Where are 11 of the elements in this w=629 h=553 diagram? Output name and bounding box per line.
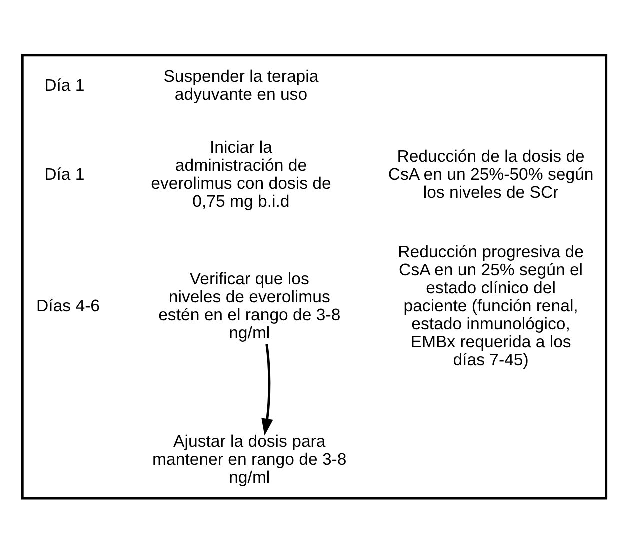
label: Días 4-6 <box>36 296 100 315</box>
label: Día 1 <box>44 76 85 95</box>
label: Iniciar la administración de everolimus con dosis de 0,75 mg b.i.d <box>151 137 332 210</box>
node-text: Verificar que los niveles de everolimus estén en el rango de 3-8 ng/ml <box>158 268 341 342</box>
label: Suspender la terapia adyuvante en uso <box>164 66 319 104</box>
cluster <box>21 54 608 500</box>
label: Reducción progresiva de CsA en un 25% según el estado clínico del paciente (función renal, estado inmunológico, EMBx requerida a los días 7-45) <box>398 242 584 370</box>
node-text: Ajustar la dosis para mantener en rango de 3-8 ng/ml <box>152 432 347 487</box>
label: Día 1 <box>44 164 85 184</box>
arrow <box>262 344 274 436</box>
label: Reducción de la dosis de CsA en un 25%-50% según los niveles de SCr <box>388 146 594 202</box>
